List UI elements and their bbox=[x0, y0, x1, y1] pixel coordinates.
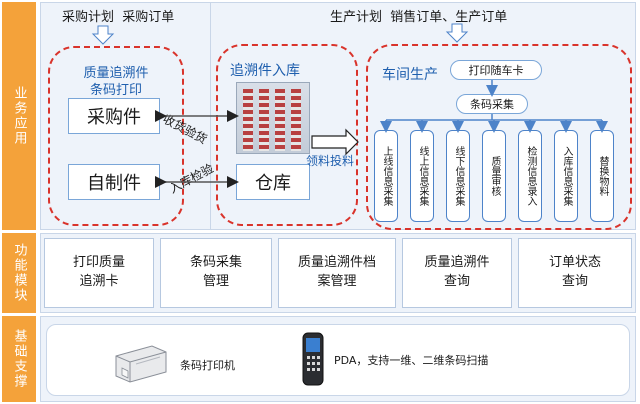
module-archive-manage: 质量追溯件档 案管理 bbox=[278, 238, 396, 308]
module-traceable-query: 质量追溯件 查询 bbox=[402, 238, 512, 308]
step-inspection-entry: 检测信息录入 bbox=[518, 130, 542, 222]
production-down-arrow bbox=[445, 23, 469, 43]
step-offline-collect: 线下信息采集 bbox=[446, 130, 470, 222]
workshop-title: 车间生产 bbox=[382, 67, 438, 83]
procurement-down-arrow bbox=[91, 25, 115, 45]
step-quality-review: 质量审核 bbox=[482, 130, 506, 222]
module-barcode-manage: 条码采集 管理 bbox=[160, 238, 272, 308]
step-online-collect: 上线信息采集 bbox=[374, 130, 398, 222]
procurement-header: 采购计划 采购订单 bbox=[62, 10, 175, 25]
inbound-title: 追溯件入库 bbox=[230, 63, 300, 79]
pick-materials-label: 领料投料 bbox=[306, 154, 355, 168]
workshop-group bbox=[366, 44, 632, 230]
pda-label: PDA，支持一维、二维条码扫描 bbox=[334, 354, 489, 367]
barcode-printer-icon bbox=[115, 345, 167, 383]
step-storage-collect: 入库信息采集 bbox=[554, 130, 578, 222]
pick-materials-arrow bbox=[311, 128, 359, 156]
traceable-print-title-2: 条码打印 bbox=[89, 83, 142, 98]
traceable-print-title-1: 质量追溯件 bbox=[83, 66, 149, 81]
warehouse-photo bbox=[236, 82, 310, 154]
barcode-printer-label: 条码打印机 bbox=[180, 359, 235, 372]
warehouse-box: 仓库 bbox=[236, 164, 310, 200]
module-order-status: 订单状态 查询 bbox=[518, 238, 632, 308]
print-card-box: 打印随车卡 bbox=[450, 60, 542, 80]
selfmade-parts-box: 自制件 bbox=[68, 164, 160, 200]
module-print-card: 打印质量 追溯卡 bbox=[44, 238, 154, 308]
step-replace-material: 替换物料 bbox=[590, 130, 614, 222]
inbound-group bbox=[216, 44, 358, 226]
band-business-label: 业务应用 bbox=[2, 2, 36, 230]
band-foundation-label: 基础支撑 bbox=[2, 316, 36, 402]
band-function-label: 功能模块 bbox=[2, 233, 36, 313]
purchased-parts-box: 采购件 bbox=[68, 98, 160, 134]
production-header: 生产计划 销售订单、生产订单 bbox=[330, 10, 508, 25]
pda-scanner-icon bbox=[302, 332, 324, 386]
traceable-print-group bbox=[48, 46, 184, 226]
